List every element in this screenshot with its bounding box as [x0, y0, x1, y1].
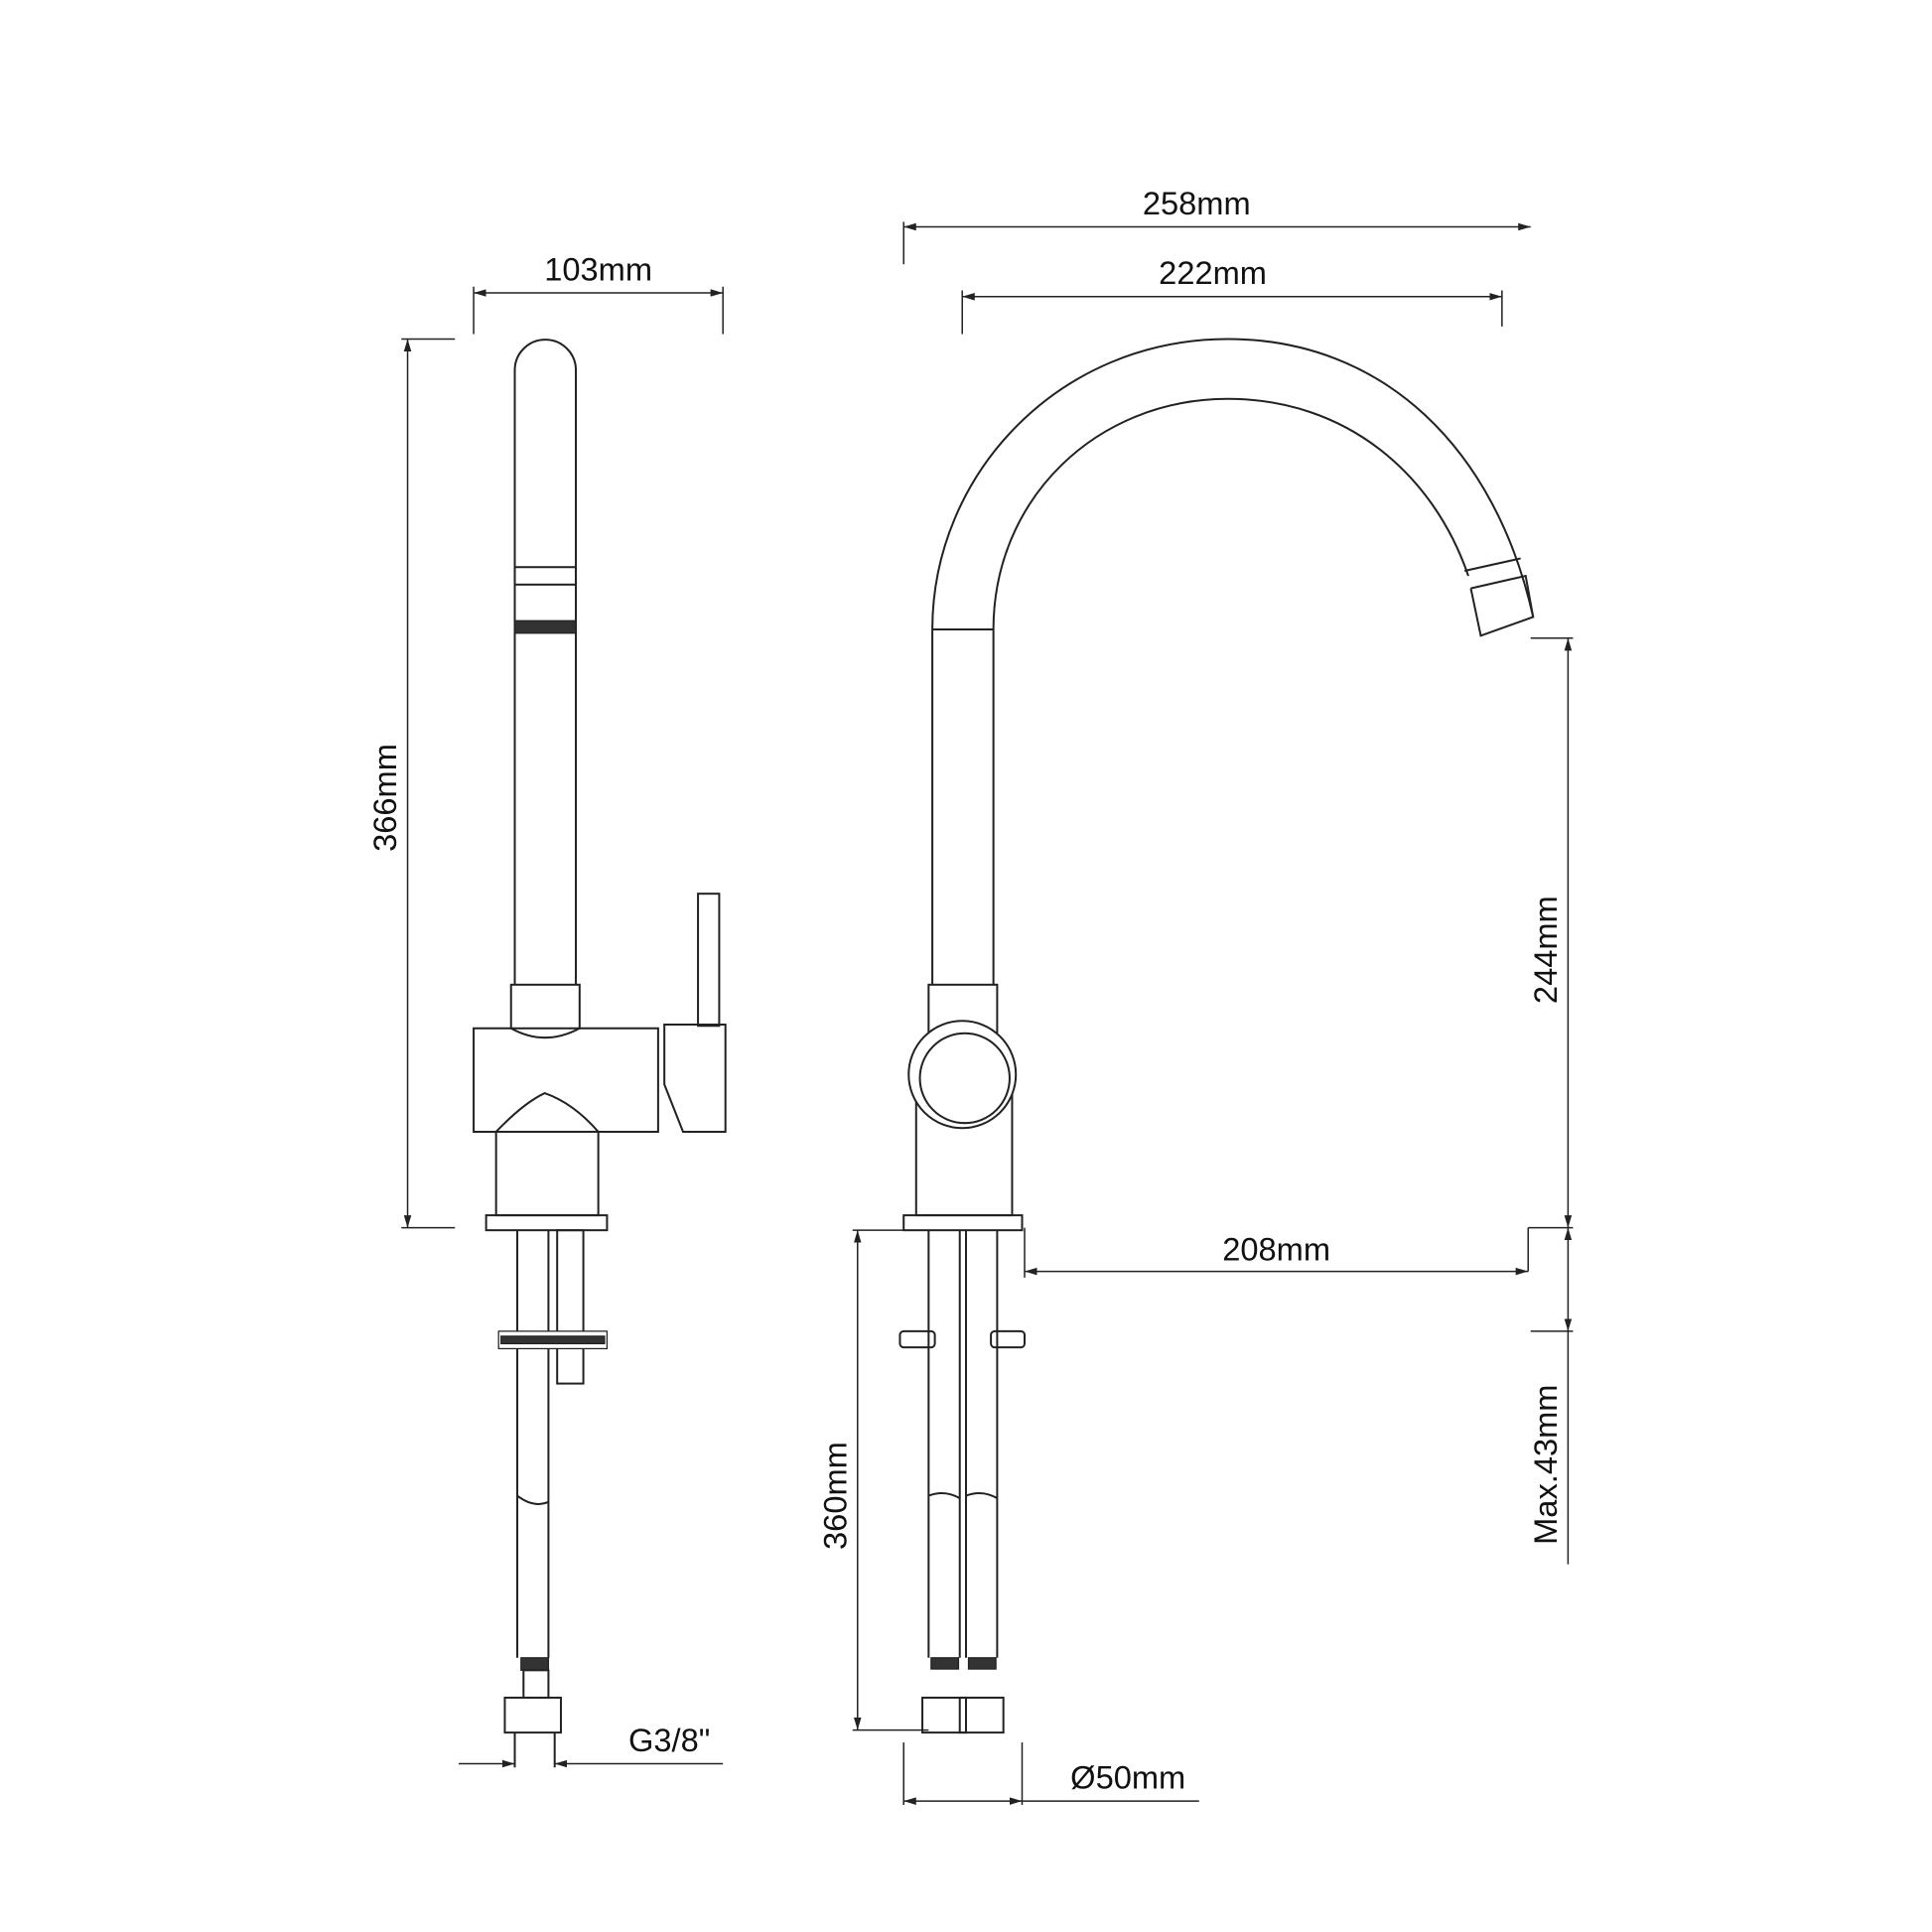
front-crimp-left [930, 1657, 960, 1670]
side-lever-housing [663, 1024, 727, 1133]
side-connector-nut [503, 1696, 562, 1734]
side-column [494, 1130, 600, 1217]
side-connector-tail [513, 1732, 556, 1768]
side-base-plate [484, 1214, 609, 1232]
front-spout-outer [931, 338, 1535, 985]
side-spout-band [513, 566, 578, 586]
front-nut-right [990, 1329, 1027, 1349]
front-base-plate [902, 1214, 1024, 1232]
side-spout-tube [513, 339, 578, 985]
side-body [473, 1027, 659, 1133]
front-dimensions: 258mm 222mm 244mm Max.43mm 208mm 360mm Ø… [816, 185, 1574, 1805]
dim-diameter-50: Ø50mm [1070, 1759, 1185, 1796]
side-threaded-rod [556, 1229, 585, 1385]
side-neck [509, 983, 581, 1030]
dim-thread-g38: G3/8" [628, 1722, 710, 1758]
front-spout-inner [992, 397, 1469, 985]
dim-height-366: 366mm [366, 744, 403, 852]
side-aerator-ring [513, 620, 577, 634]
front-connector-right [958, 1696, 1005, 1734]
front-nozzle-band [1463, 557, 1535, 637]
dim-hose-360: 360mm [816, 1442, 853, 1550]
dim-width-103: 103mm [544, 250, 652, 287]
side-lever-stick [697, 893, 721, 1028]
dim-reach-222: 222mm [1159, 254, 1267, 291]
side-hose-crimp [520, 1657, 550, 1671]
dim-reach-258: 258mm [1143, 185, 1251, 221]
front-lever-knob-inner [918, 1032, 1011, 1125]
front-hoses [927, 1230, 999, 1658]
side-hose-fitting [522, 1669, 550, 1699]
front-view-faucet [898, 338, 1535, 1734]
dim-reach-208: 208mm [1222, 1230, 1330, 1267]
front-crimp-right [967, 1657, 997, 1670]
dim-height-244: 244mm [1527, 896, 1564, 1004]
front-lever-knob [907, 1020, 1018, 1130]
side-hose [516, 1230, 550, 1658]
dim-max-43: Max.43mm [1527, 1385, 1564, 1545]
front-nut-left [898, 1329, 936, 1349]
side-dimensions: 103mm 366mm G3/8" [366, 250, 724, 1768]
side-fixing-nut-inner [500, 1335, 606, 1345]
side-view-faucet [473, 339, 727, 1768]
front-connector-left [921, 1696, 968, 1734]
